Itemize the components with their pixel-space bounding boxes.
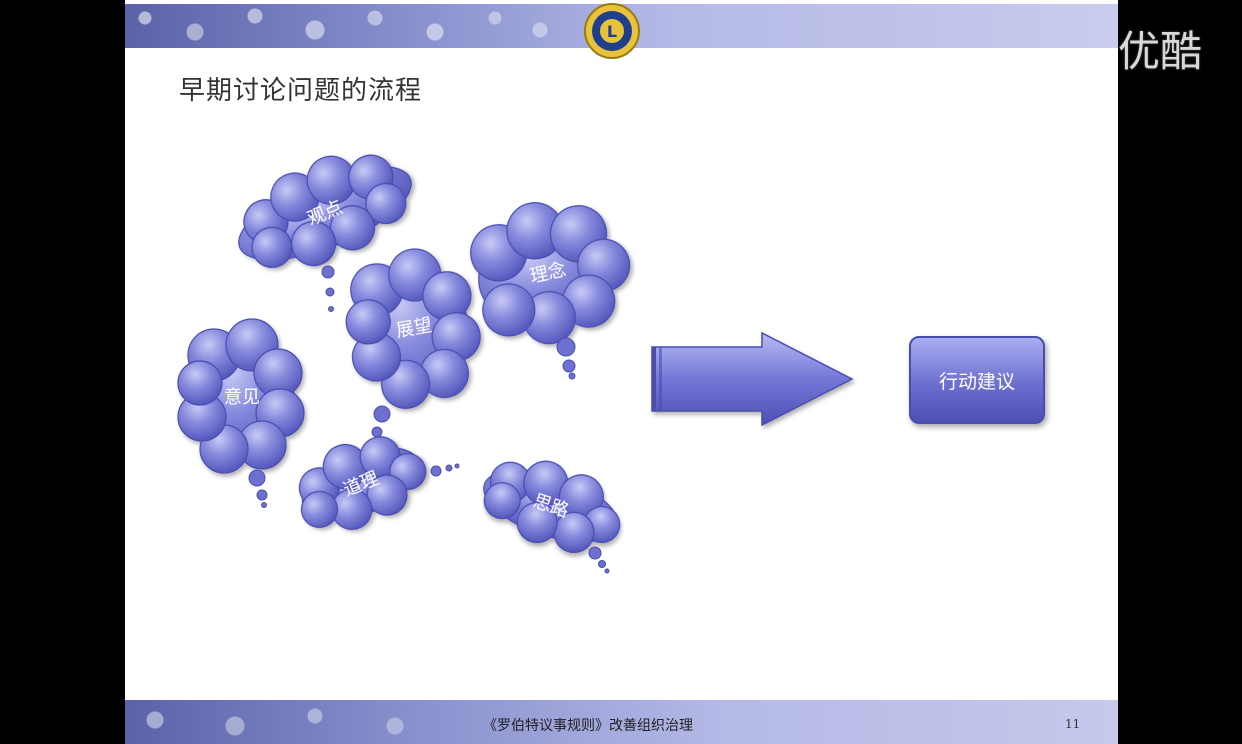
thought-bubble-dots (430, 463, 460, 477)
slide: L 早期讨论问题的流程 (125, 0, 1118, 744)
cloud-reason: 道理 (298, 436, 427, 530)
cloud-viewpoint: 观点 (238, 154, 412, 268)
header-decoration (125, 4, 555, 48)
cloud-thinking: 思路 (483, 460, 621, 553)
watermark-logo: 优酷 (1118, 27, 1203, 76)
svg-text:L: L (607, 22, 617, 41)
thought-bubble-dots (248, 469, 268, 508)
cloud-outlook: 展望 (345, 248, 481, 409)
thought-bubble-dots (321, 265, 335, 312)
thought-bubble-dots (588, 546, 610, 574)
cloud-label: 意见 (224, 387, 260, 408)
lions-logo: L (584, 3, 640, 59)
right-arrow-icon (651, 331, 854, 427)
thought-bubble-dots (556, 337, 576, 380)
footer-decoration (125, 700, 455, 744)
footer-text: 《罗伯特议事规则》改善组织治理 (483, 718, 693, 734)
discussion-diagram: 观点 理念 (177, 154, 854, 574)
cloud-opinion: 意见 (177, 318, 305, 474)
action-recommendation-box: 行动建议 (909, 336, 1045, 424)
cloud-concept: 理念 (470, 202, 631, 345)
slide-title: 早期讨论问题的流程 (179, 76, 423, 106)
page-number: 11 (1065, 717, 1081, 731)
footer-band (125, 700, 1118, 744)
